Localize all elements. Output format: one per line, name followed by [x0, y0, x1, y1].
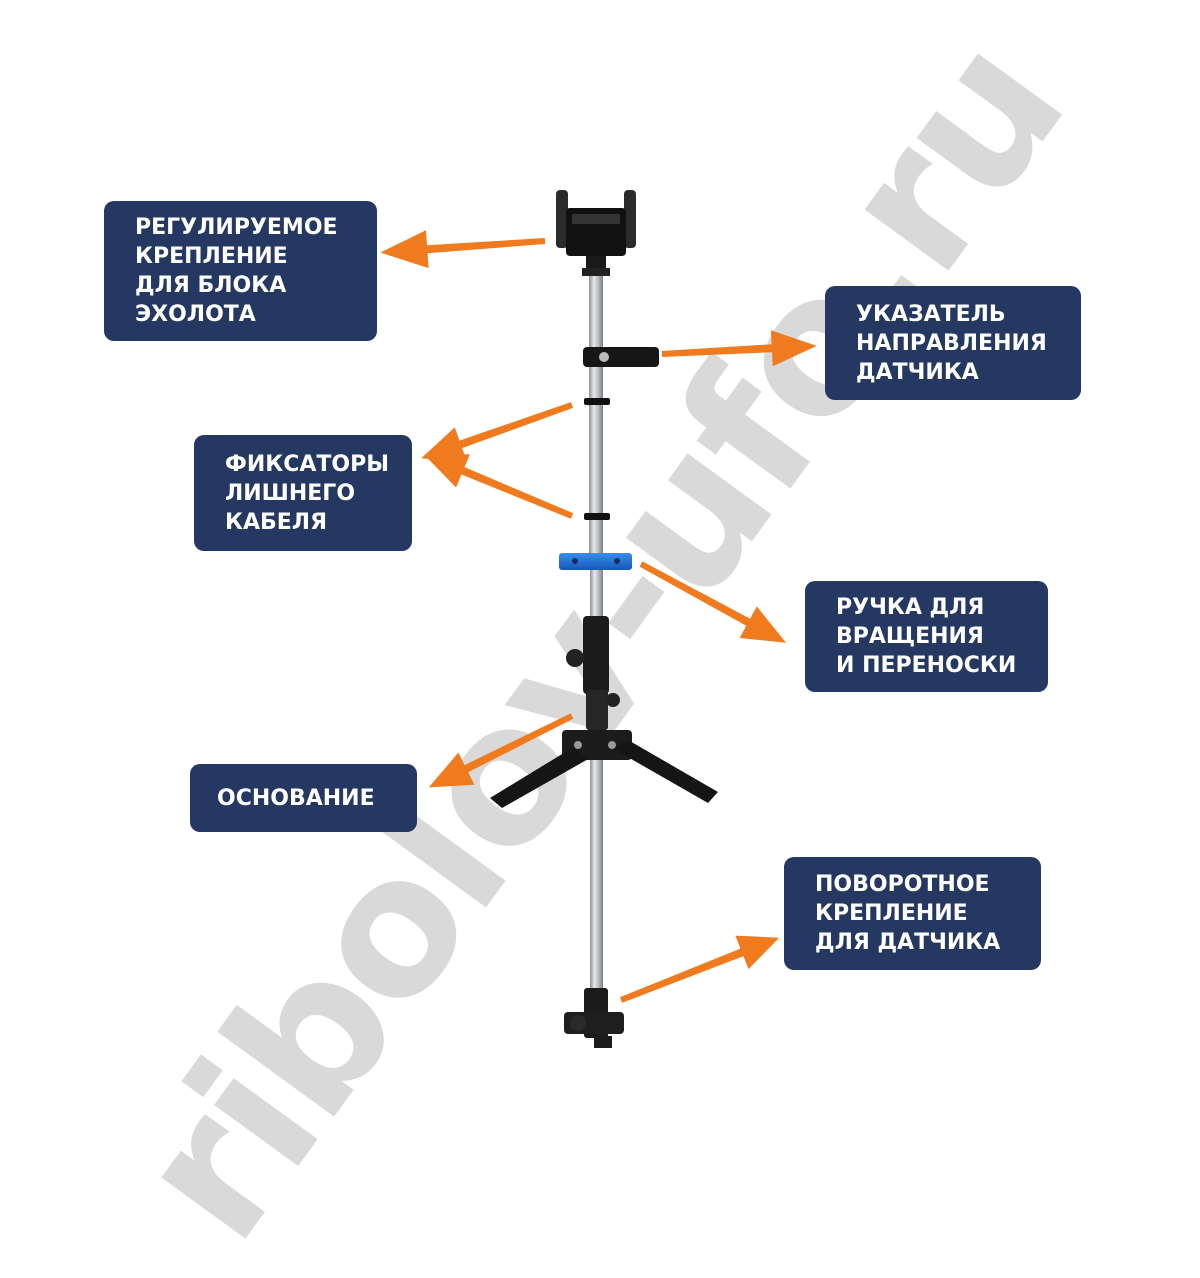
base-joint: [566, 616, 620, 730]
arrow-to-mount: [380, 230, 546, 269]
label-direction-indicator: УКАЗАТЕЛЬ НАПРАВЛЕНИЯ ДАТЧИКА: [825, 286, 1081, 400]
rotation-handle: [559, 553, 632, 570]
label-direction-indicator-text: УКАЗАТЕЛЬ НАПРАВЛЕНИЯ ДАТЧИКА: [856, 301, 1047, 385]
arrows: [380, 230, 817, 1003]
label-base-text: ОСНОВАНИЕ: [217, 785, 375, 811]
tripod-base: [490, 730, 718, 808]
arrow-to-sensor: [619, 935, 780, 1003]
arrow-to-cable-lower: [424, 454, 574, 519]
pole: [589, 250, 603, 570]
label-sensor-mount: ПОВОРОТНОЕ КРЕПЛЕНИЕ ДЛЯ ДАТЧИКА: [784, 857, 1041, 970]
label-sonar-mount: РЕГУЛИРУЕМОЕ КРЕПЛЕНИЕ ДЛЯ БЛОКА ЭХОЛОТА: [104, 201, 377, 341]
arrow-to-base: [428, 713, 574, 788]
direction-indicator: [583, 347, 659, 367]
arrow-to-direction: [661, 330, 817, 367]
label-sonar-mount-text: РЕГУЛИРУЕМОЕ КРЕПЛЕНИЕ ДЛЯ БЛОКА ЭХОЛОТА: [135, 215, 338, 327]
cable-clip-upper: [584, 398, 610, 405]
label-sensor-mount-text: ПОВОРОТНОЕ КРЕПЛЕНИЕ ДЛЯ ДАТЧИКА: [815, 872, 1001, 955]
diagram-stage: ribolov-ufo.ru: [94, 1, 1106, 1278]
cable-clip-lower: [584, 513, 610, 520]
sonar-mount: [556, 190, 636, 276]
label-rotation-handle: РУЧКА ДЛЯ ВРАЩЕНИЯ И ПЕРЕНОСКИ: [805, 581, 1048, 692]
label-base: ОСНОВАНИЕ: [190, 764, 417, 832]
label-rotation-handle-text: РУЧКА ДЛЯ ВРАЩЕНИЯ И ПЕРЕНОСКИ: [836, 595, 1017, 678]
sensor-mount: [564, 988, 624, 1048]
arrow-to-handle: [639, 561, 787, 643]
arrow-to-cable-upper: [421, 402, 574, 462]
product-illustration: [380, 190, 817, 1048]
label-cable-clips: ФИКСАТОРЫ ЛИШНЕГО КАБЕЛЯ: [194, 435, 412, 551]
label-cable-clips-text: ФИКСАТОРЫ ЛИШНЕГО КАБЕЛЯ: [225, 451, 390, 535]
